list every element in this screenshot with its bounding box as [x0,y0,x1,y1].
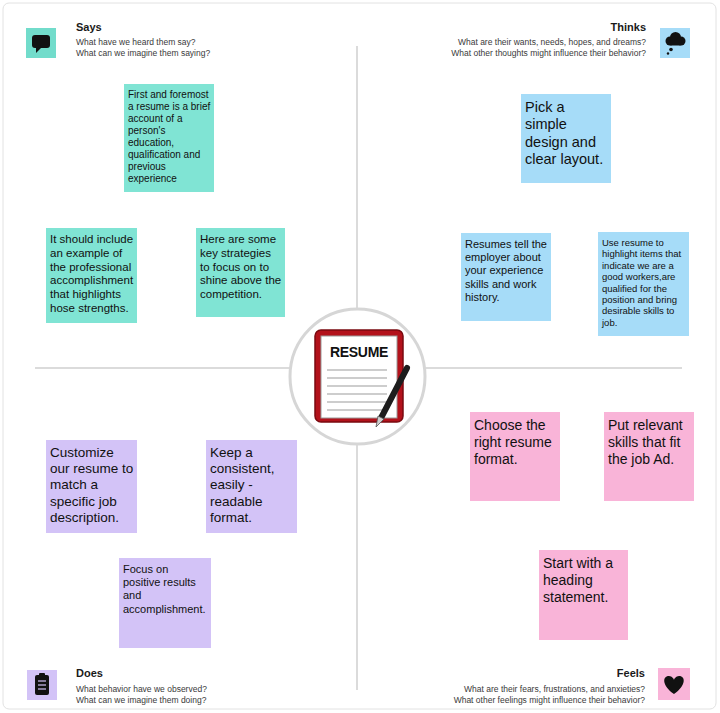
quadrant-question: What can we imagine them doing? [76,695,206,705]
sticky-note: Use resume to highlight items that indic… [598,232,689,336]
speech-bubble-tail [36,47,42,53]
quadrant-question: What are their fears, frustrations, and … [464,684,645,694]
sticky-note: Start with a heading statement. [539,550,628,640]
document-line [327,369,387,371]
sticky-note: It should include an example of the prof… [46,228,137,323]
note-text: Here are some key strategies to focus on… [200,233,282,302]
clipboard-clip [39,673,45,677]
quadrant-question: What are their wants, needs, hopes, and … [458,37,646,47]
cloud-dot [669,48,673,52]
note-text: Start with a heading statement. [543,555,625,605]
cloud-part [669,40,682,46]
center-circle: RESUME [287,306,428,447]
sticky-note: Pick a simple design and clear layout. [521,94,611,183]
sticky-note: Keep a consistent, easily - readable for… [206,440,297,533]
icon-square [660,28,690,58]
note-text: Put relevant skills that fit the job Ad. [608,417,691,467]
clipboard [35,675,49,695]
note-text: Customize our resume to match a specific… [50,445,134,526]
clipboard-line [38,684,46,685]
document-line [327,409,387,411]
sticky-note: Here are some key strategies to focus on… [196,228,285,317]
resume-illustration [287,306,428,447]
icon-square [26,28,56,58]
quadrant-heading: Says [76,21,102,34]
sticky-note: First and foremost a resume is a brief a… [124,84,214,192]
document-line [327,377,387,379]
icon-square [27,670,57,700]
note-text: Pick a simple design and clear layout. [525,99,608,169]
frame-border [3,3,716,709]
note-text: First and foremost a resume is a brief a… [128,89,211,185]
note-text: It should include an example of the prof… [50,233,134,316]
note-text: Keep a consistent, easily - readable for… [210,445,294,526]
note-text: Choose the right resume format. [474,417,557,467]
document-back [315,330,403,422]
quadrant-heading: Does [76,667,103,680]
sticky-note: Put relevant skills that fit the job Ad. [604,412,694,501]
clipboard-line [38,680,46,681]
thinks-icon [660,28,690,58]
sticky-note: Focus on positive results and accomplish… [119,558,211,648]
feels-icon [658,668,690,700]
quadrant-question: What have we heard them say? [76,37,196,47]
sticky-note: Choose the right resume format. [470,412,560,501]
icon-square [658,668,690,700]
circle-outline [290,309,425,444]
says-icon [26,28,56,58]
document-line [327,393,387,395]
clipboard-line [38,688,46,689]
document-line [327,385,387,387]
quadrant-heading: Feels [617,667,645,680]
quadrant-question: What can we imagine them saying? [76,48,210,58]
sticky-note: Resumes tell the employer about your exp… [461,233,551,321]
quadrant-question: What other thoughts might influence thei… [451,48,646,58]
note-text: Focus on positive results and accomplish… [123,563,208,616]
pen-tip [376,416,384,427]
pen-symbol [381,368,407,418]
note-text: Resumes tell the employer about your exp… [465,238,548,304]
speech-bubble [32,35,50,48]
does-icon [27,670,57,700]
document-line [327,401,387,403]
heart-symbol [664,676,683,694]
sticky-note: Customize our resume to match a specific… [46,440,137,533]
quadrant-question: What other feelings might influence thei… [454,695,645,705]
cloud-dot [667,52,669,54]
quadrant-heading: Thinks [611,21,646,34]
note-text: Use resume to highlight items that indic… [602,237,686,328]
resume-title: RESUME [321,344,397,361]
quadrant-question: What behavior have we observed? [76,684,207,694]
